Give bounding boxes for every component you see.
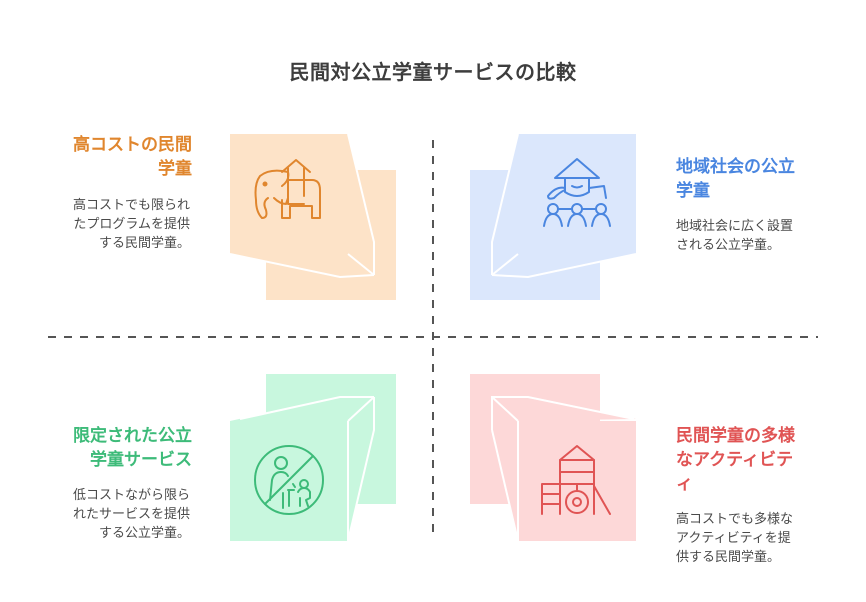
heading-line: 地域社会の公立 <box>676 157 795 177</box>
description-bottom-right: 高コストでも多様な アクティビティを提 供する民間学童。 <box>676 510 846 567</box>
description-line: 高コストでも多様な <box>676 512 794 527</box>
heading-bottom-left: 限定された公立 学童サービス <box>30 424 192 472</box>
heading-bottom-right: 民間学童の多様 なアクティビテ ィ <box>676 424 846 496</box>
description-line: 供する民間学童。 <box>676 550 781 565</box>
heading-top-right: 地域社会の公立 学童 <box>676 155 846 203</box>
heading-line: 限定された公立 <box>73 426 192 446</box>
description-line: れたサービスを提供 <box>72 507 190 522</box>
cube-bottom-left <box>230 374 396 542</box>
description-line: アクティビティを提 <box>676 531 791 546</box>
cube-bottom-right <box>470 374 636 542</box>
heading-line: なアクティビテ <box>676 450 794 470</box>
description-bottom-left: 低コストながら限ら れたサービスを提供 する公立学童。 <box>30 486 190 543</box>
heading-line: 高コストの民間 <box>73 135 192 155</box>
heading-line: 学童サービス <box>90 450 192 470</box>
community-people-icon <box>543 158 611 227</box>
heading-line: 学童 <box>158 159 192 179</box>
page-title: 民間対公立学童サービスの比較 <box>289 60 577 84</box>
description-top-left: 高コストでも限られ たプログラムを提供 する民間学童。 <box>30 196 190 253</box>
description-top-right: 地域社会に広く設置 される公立学童。 <box>676 217 846 255</box>
description-line: たプログラムを提供 <box>73 217 190 232</box>
description-line: 地域社会に広く設置 <box>676 219 794 234</box>
heading-top-left: 高コストの民間 学童 <box>30 133 192 181</box>
description-line: する公立学童。 <box>98 526 190 541</box>
heading-line: ィ <box>676 474 693 494</box>
cube-top-left <box>229 133 396 300</box>
elephant-with-house-icon <box>254 159 321 219</box>
description-line: 高コストでも限られ <box>72 198 190 213</box>
heading-line: 学童 <box>676 181 710 201</box>
heading-line: 民間学童の多様 <box>676 426 795 446</box>
playground-icon <box>541 445 611 515</box>
description-line: する民間学童。 <box>98 236 190 251</box>
no-children-icon <box>254 445 324 515</box>
description-line: される公立学童。 <box>676 238 781 253</box>
description-line: 低コストながら限ら <box>72 488 190 503</box>
cube-top-right <box>470 133 637 300</box>
